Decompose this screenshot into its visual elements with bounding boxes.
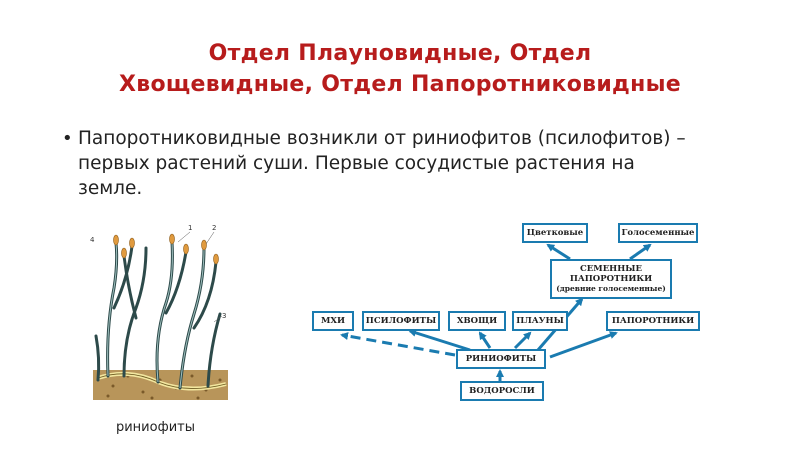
arrow-riniofity-paporotniki	[549, 331, 618, 359]
node-plauny: ПЛАУНЫ	[512, 311, 568, 331]
bullet-text: Папоротниковидные возникли от риниофитов…	[78, 128, 686, 199]
node-golosemennye: Голосеменные	[618, 223, 698, 243]
figure-label-4: 4	[90, 236, 95, 244]
arrow-riniofity-khvoshchi	[478, 331, 492, 349]
node-psilofity: ПСИЛОФИТЫ	[362, 311, 440, 331]
arrow-semennye-golosemennye	[629, 243, 652, 261]
rhyniophyte-illustration: 1 2 3 4	[90, 224, 228, 400]
title-line-1: Отдел Плауновидные, Отдел	[208, 41, 592, 66]
node-riniofity: РИНИОФИТЫ	[456, 349, 546, 369]
arrow-semennye-tsvetkovye	[546, 243, 571, 261]
node-paporotniki: ПАПОРОТНИКИ	[606, 311, 700, 331]
evolution-diagram: Цветковые Голосеменные СЕМЕННЫЕ ПАПОРОТН…	[300, 215, 720, 415]
figure-caption: риниофиты	[115, 420, 195, 435]
node-tsvetkovye: Цветковые	[522, 223, 588, 243]
figure-label-2: 2	[212, 224, 216, 232]
node-mkhi: МХИ	[312, 311, 354, 331]
node-khvoshchi: ХВОЩИ	[448, 311, 506, 331]
node-semennye-paporotniki: СЕМЕННЫЕ ПАПОРОТНИКИ (древние голосеменн…	[550, 259, 672, 299]
bullet-dot-icon: •	[62, 128, 73, 149]
arrow-riniofity-plauny	[513, 331, 532, 350]
arrow-riniofity-psilofity	[408, 328, 471, 352]
arrow-riniofity-mkhi	[340, 332, 456, 357]
node-vodorosli: ВОДОРОСЛИ	[460, 381, 544, 401]
title-line-2: Хвощевидные, Отдел Папоротниковидные	[118, 72, 682, 97]
slide-title: Отдел Плауновидные, Отдел Хвощевидные, О…	[40, 38, 760, 100]
bullet-item: • Папоротниковидные возникли от риниофит…	[62, 126, 702, 201]
figure-label-1: 1	[188, 224, 192, 232]
figure-label-3: 3	[222, 312, 226, 320]
